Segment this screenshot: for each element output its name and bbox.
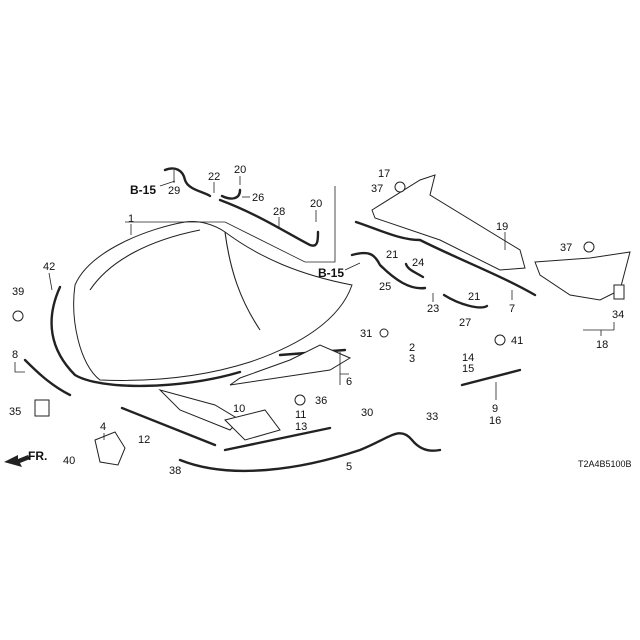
reference-label-b15: B-15 (318, 266, 344, 280)
reference-label-b15: B-15 (130, 183, 156, 197)
hood-front-bracket (158, 389, 241, 431)
callout: 28 (273, 206, 285, 218)
callout: 20 (234, 164, 246, 176)
hood-latch-bracket (224, 409, 281, 441)
callout: 37 (371, 183, 383, 195)
front-direction-arrow: FR. (4, 449, 47, 467)
callout: 38 (169, 465, 181, 477)
callout: 35 (9, 406, 21, 418)
callout: 30 (361, 407, 373, 419)
callout: 40 (63, 455, 75, 467)
callout: 6 (346, 376, 352, 388)
hood-panel (73, 221, 353, 381)
callout: 26 (252, 192, 264, 204)
callout: 5 (346, 461, 352, 473)
hood-latch (94, 431, 126, 466)
callout: 17 (378, 168, 390, 180)
callout: 2 (409, 342, 415, 354)
callout: 27 (459, 317, 471, 329)
hood-strip-13 (223, 426, 332, 452)
front-direction-label: FR. (28, 449, 47, 463)
cowl-top-right (534, 251, 631, 301)
callout: 14 (462, 352, 474, 364)
callout: 25 (379, 281, 391, 293)
callout: 10 (233, 403, 245, 415)
callout: 29 (168, 185, 180, 197)
callout: 16 (489, 415, 501, 427)
washer-tube-group-outline (125, 186, 336, 263)
cowl-top-left (371, 174, 526, 271)
callout: 37 (560, 242, 572, 254)
callout: 42 (43, 261, 55, 273)
leader-lines (14, 170, 615, 440)
clip-37a (394, 181, 406, 193)
clip-34 (613, 284, 625, 300)
callout: 31 (360, 328, 372, 340)
clip-39 (12, 310, 24, 322)
callout: 7 (509, 303, 515, 315)
hood-insulator (229, 344, 352, 386)
hood-support-strut (460, 368, 522, 387)
callout: 24 (412, 257, 424, 269)
washer-tube-25 (350, 251, 427, 290)
washer-tube-27 (442, 293, 489, 309)
hood-strip-12 (120, 406, 217, 447)
callout: 12 (138, 434, 150, 446)
callout: 22 (208, 171, 220, 183)
cowl-seal (354, 220, 537, 297)
grommet-36 (294, 394, 306, 406)
washer-tube-28 (218, 198, 320, 247)
hood-seal (50, 285, 242, 388)
callout: 1 (128, 213, 134, 225)
callout: 21 (468, 291, 480, 303)
callout: 18 (596, 339, 608, 351)
callout: 3 (409, 353, 415, 365)
callout: 23 (427, 303, 439, 315)
callout: 33 (426, 411, 438, 423)
callout: 15 (462, 363, 474, 375)
washer-tube-24 (404, 262, 425, 279)
hood-rod (23, 358, 72, 397)
nut-41 (494, 334, 506, 346)
callout: 20 (310, 198, 322, 210)
diagram-code: T2A4B5100B (578, 459, 632, 469)
release-cable (178, 432, 442, 473)
clip-37b (583, 241, 595, 253)
callouts: 29 22 20 26 28 20 1 17 37 19 37 24 21 25… (9, 164, 624, 477)
callout: 19 (496, 221, 508, 233)
callout: 11 (295, 409, 306, 421)
callout: 9 (492, 403, 498, 415)
washer-tube-26 (220, 188, 242, 200)
callout: 39 (12, 286, 24, 298)
callout: 13 (295, 421, 307, 433)
washer-tube-29 (163, 167, 212, 198)
callout: 8 (12, 349, 18, 361)
callout: 41 (511, 335, 523, 347)
callout: 21 (386, 249, 398, 261)
hood-bumper (34, 399, 50, 417)
callout: 36 (315, 395, 327, 407)
callout: 4 (100, 421, 106, 433)
callout: 34 (612, 309, 624, 321)
bolt-31 (379, 328, 389, 338)
